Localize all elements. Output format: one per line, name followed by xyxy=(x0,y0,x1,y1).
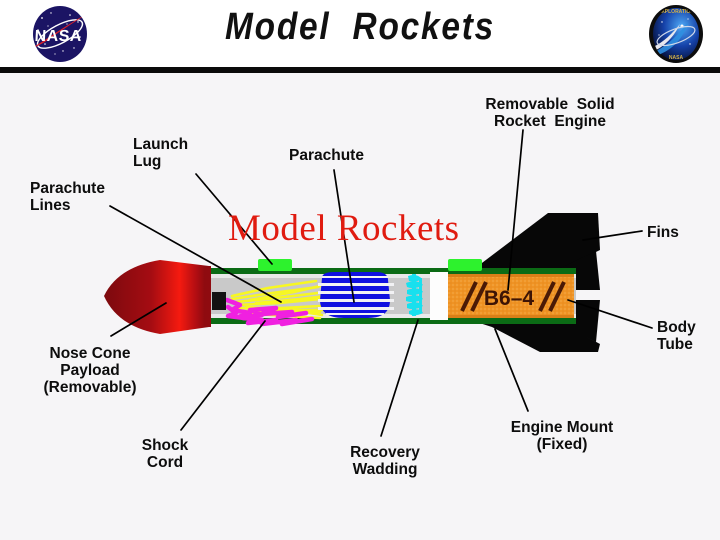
label-recovery-wadding: Recovery Wadding xyxy=(350,444,420,478)
fin-lower xyxy=(470,320,600,352)
leader-recovery-wadding xyxy=(380,319,419,437)
launch-lug-rear xyxy=(448,259,482,271)
shock-cord xyxy=(224,297,315,327)
label-engine-mount: Engine Mount (Fixed) xyxy=(510,419,614,453)
leader-engine-mount xyxy=(494,328,529,412)
label-parachute: Parachute xyxy=(289,147,364,164)
body-tube-top-edge xyxy=(208,268,576,274)
page-title: Model Rockets xyxy=(225,6,495,48)
label-parachute-lines: Parachute Lines xyxy=(30,180,105,214)
diagram-overlay-title: Model Rockets xyxy=(228,208,460,249)
page-header: NASA xyxy=(0,0,720,67)
leader-shock-cord xyxy=(180,320,266,431)
rocket-engine: B6–4 xyxy=(448,274,574,318)
svg-text:NASA: NASA xyxy=(669,55,684,61)
leader-engine xyxy=(507,129,524,291)
label-fins: Fins xyxy=(647,224,679,241)
label-body-tube: Body Tube xyxy=(657,319,696,353)
svg-text:EXPLORATION: EXPLORATION xyxy=(658,9,694,15)
leader-fins xyxy=(582,230,643,241)
parachute xyxy=(318,272,394,318)
leader-parachute xyxy=(333,169,355,303)
label-removable-engine: Removable Solid Rocket Engine xyxy=(485,96,615,130)
nasa-meatball-logo: NASA xyxy=(33,6,87,62)
nose-cone-attachment-block xyxy=(212,292,226,310)
nose-cone xyxy=(104,260,226,334)
nasa-exploration-systems-logo: EXPLORATION NASA xyxy=(649,5,703,63)
leader-lines xyxy=(109,129,653,437)
launch-lug-front xyxy=(258,259,292,271)
recovery-wadding xyxy=(406,274,423,316)
label-launch-lug: Launch Lug xyxy=(133,136,189,170)
leader-parachute-lines xyxy=(109,205,282,303)
leader-body-tube xyxy=(567,299,653,329)
label-nose-cone: Nose Cone Payload (Removable) xyxy=(43,345,137,396)
svg-text:NASA: NASA xyxy=(34,28,82,45)
label-shock-cord: Shock Cord xyxy=(141,437,189,471)
body-tube-bottom-edge xyxy=(208,318,576,324)
engine-designation-text: B6–4 xyxy=(484,287,535,310)
leader-launch-lug xyxy=(195,173,273,265)
engine-mount xyxy=(430,272,448,320)
leader-nose-cone xyxy=(110,302,167,337)
header-divider xyxy=(0,67,720,73)
fin-upper xyxy=(470,213,600,272)
